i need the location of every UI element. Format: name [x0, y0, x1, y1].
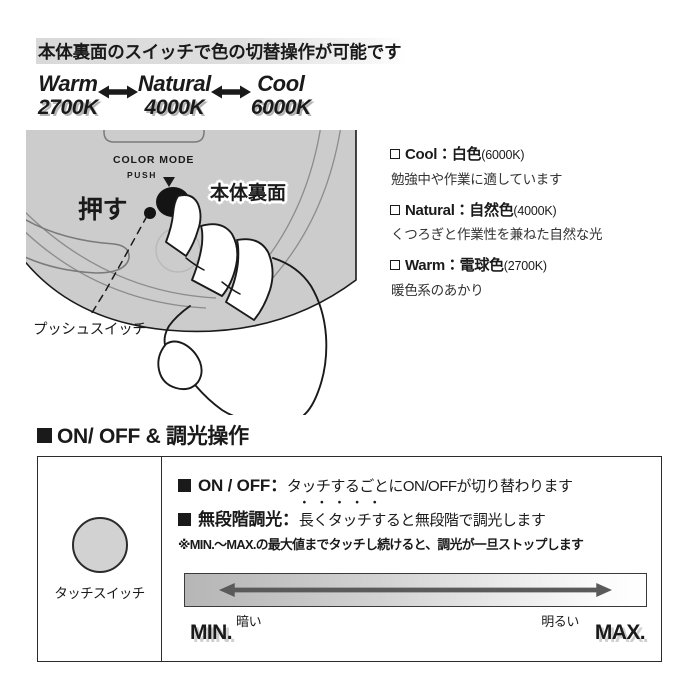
- mode-separator: ：: [437, 146, 452, 163]
- mode-name-jp-natural: 自然色: [469, 201, 514, 219]
- push-print-label: PUSH: [127, 170, 158, 180]
- temperature-item-natural: Natural 4000K: [138, 72, 211, 119]
- temperature-item-cool: Cool 6000K: [251, 72, 311, 119]
- mode-desc-warm: 暖色系のあかり: [391, 282, 484, 298]
- brightness-dark-label: 暗い: [236, 614, 262, 629]
- onoff-detail-cell: ON / OFF：タッチするごとにON/OFFが切り替わります 無段階調光：長く…: [162, 457, 661, 661]
- color-temperature-row: Warm 2700K Natural 4000K Cool 6000K: [38, 72, 311, 119]
- press-instruction-label: 押す: [78, 196, 128, 224]
- back-of-unit-label: 本体裏面: [210, 183, 287, 204]
- touch-switch-circle-icon[interactable]: [71, 516, 128, 573]
- checkbox-icon: [390, 149, 400, 159]
- temperature-kelvin-cool: 6000K: [250, 96, 311, 120]
- mode-separator: ：: [444, 257, 460, 274]
- checkbox-icon: [390, 260, 400, 270]
- mode-separator: ：: [454, 201, 470, 219]
- double-arrow-horizontal-icon: [219, 582, 612, 598]
- mode-title-warm: Warm：電球色(2700K): [390, 256, 690, 276]
- checkbox-icon: [390, 204, 400, 215]
- mode-kelvin-natural: (4000K): [513, 203, 557, 218]
- bullet-onoff: ON / OFF：タッチするごとにON/OFFが切り替わります: [178, 471, 647, 496]
- temperature-kelvin-natural: 4000K: [144, 96, 205, 120]
- mode-kelvin-cool: (6000K): [481, 148, 525, 162]
- mode-name-en-natural: Natural: [405, 201, 455, 219]
- mode-block-cool: Cool：白色(6000K) 勉強中や作業に適しています: [390, 145, 690, 188]
- double-arrow-horizontal-icon: [97, 84, 138, 100]
- dimming-note: ※MIN.～MAX.の最大値までタッチし続けると、調光が一旦ストップします: [178, 537, 584, 552]
- bullet-dimmer-key: 無段階調光: [198, 510, 282, 529]
- touch-switch-cell: タッチスイッチ: [38, 457, 162, 661]
- temperature-name-warm: Warm: [38, 71, 98, 96]
- push-switch-callout-label: プッシュスイッチ: [33, 322, 147, 338]
- brightness-gradient-bar[interactable]: [184, 573, 647, 607]
- temperature-name-cool: Cool: [257, 71, 305, 96]
- bullet-onoff-key: ON / OFF: [198, 476, 271, 495]
- onoff-dimming-heading: ON/ OFF & 調光操作: [37, 420, 249, 450]
- bullet-dimmer-emphasis: 長くタッチする: [298, 496, 401, 530]
- mode-block-natural: Natural：自然色(4000K) くつろぎと作業性を兼ねた自然な光: [390, 201, 690, 244]
- temperature-kelvin-warm: 2700K: [38, 96, 98, 120]
- mode-name-en-warm: Warm: [405, 257, 445, 274]
- brightness-min-label: MIN.: [190, 621, 233, 644]
- square-bullet-icon: [37, 427, 52, 443]
- onoff-dimming-heading-text: ON/ OFF & 調光操作: [57, 425, 249, 448]
- bullet-dimmer-value: と無段階で調光します: [400, 512, 546, 529]
- mode-kelvin-warm: (2700K): [503, 259, 547, 273]
- color-mode-print-label: COLOR MODE: [113, 154, 195, 166]
- temperature-item-warm: Warm 2700K: [38, 72, 98, 119]
- square-bullet-icon: [178, 479, 191, 492]
- color-switch-heading: 本体裏面のスイッチで色の切替操作が可能です: [36, 38, 408, 64]
- mode-name-jp-cool: 白色: [451, 146, 482, 163]
- brightness-bright-label: 明るい: [541, 614, 579, 629]
- touch-switch-caption: タッチスイッチ: [54, 585, 145, 601]
- mode-block-warm: Warm：電球色(2700K) 暖色系のあかり: [390, 256, 690, 299]
- mode-desc-natural: くつろぎと作業性を兼ねた自然な光: [391, 227, 603, 242]
- onoff-dimming-table: タッチスイッチ ON / OFF：タッチするごとにON/OFFが切り替わります …: [37, 456, 662, 662]
- bullet-dimmer-separator: ：: [282, 510, 299, 529]
- brightness-max-label: MAX.: [594, 621, 646, 644]
- brightness-slider-group: 暗い 明るい MIN. MAX.: [184, 573, 647, 644]
- temperature-name-natural: Natural: [137, 71, 211, 96]
- back-of-unit-illustration: [26, 130, 386, 415]
- color-mode-description-list: Cool：白色(6000K) 勉強中や作業に適しています Natural：自然色…: [390, 145, 690, 312]
- bullet-onoff-value: タッチするごとにON/OFFが切り替わります: [286, 478, 573, 495]
- square-bullet-icon: [178, 513, 191, 526]
- mode-desc-cool: 勉強中や作業に適しています: [391, 171, 563, 187]
- mode-name-en-cool: Cool: [405, 146, 438, 163]
- bullet-onoff-separator: ：: [270, 476, 287, 495]
- mode-name-jp-warm: 電球色: [459, 257, 504, 274]
- double-arrow-horizontal-icon: [210, 84, 251, 100]
- mode-title-cool: Cool：白色(6000K): [390, 145, 690, 165]
- mode-title-natural: Natural：自然色(4000K): [390, 201, 690, 221]
